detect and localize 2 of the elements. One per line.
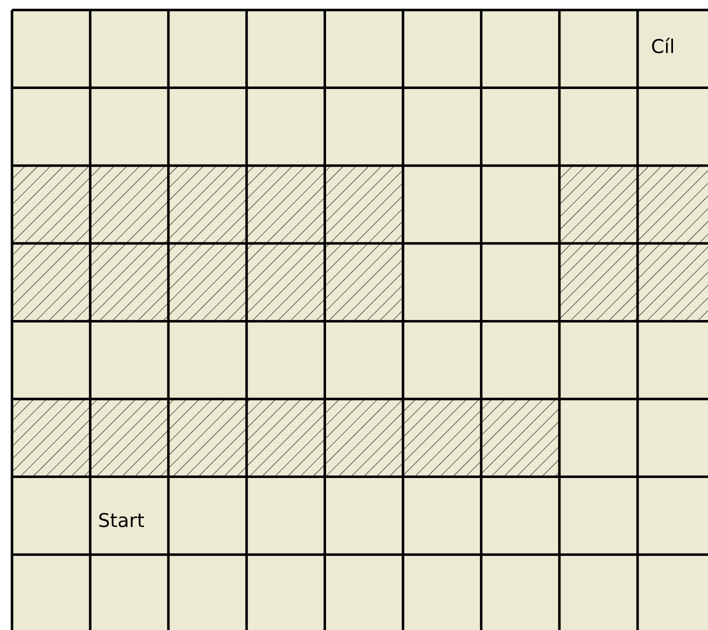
grid-label: Cíl: [651, 38, 675, 57]
grid-label: Start: [98, 512, 144, 531]
